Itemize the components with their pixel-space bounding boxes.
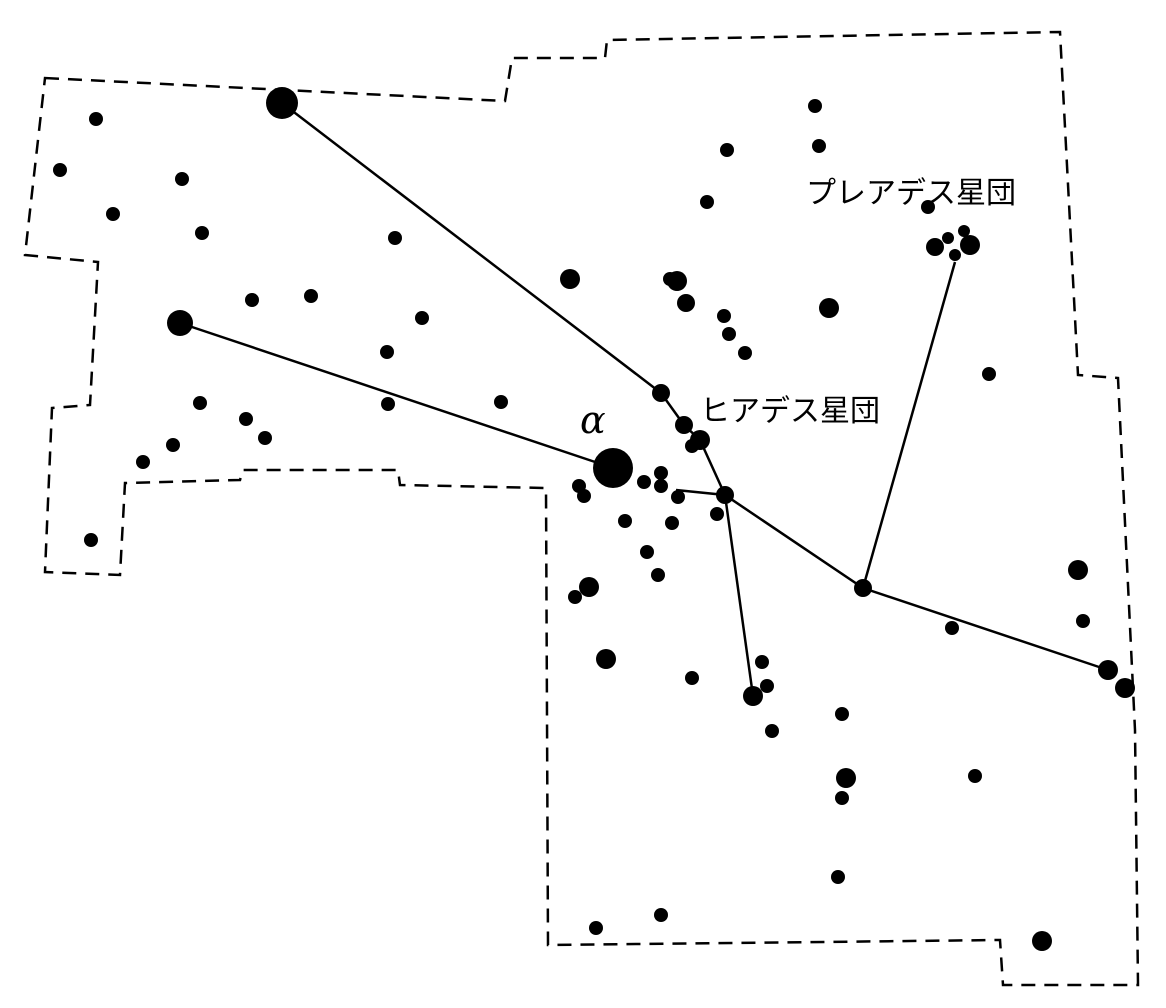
star bbox=[812, 139, 826, 153]
star bbox=[722, 327, 736, 341]
hyades-label: ヒアデス星団 bbox=[700, 394, 880, 429]
star bbox=[1068, 560, 1088, 580]
star bbox=[671, 490, 685, 504]
star bbox=[53, 163, 67, 177]
star bbox=[304, 289, 318, 303]
star bbox=[654, 908, 668, 922]
star bbox=[743, 686, 763, 706]
star bbox=[106, 207, 120, 221]
star bbox=[819, 298, 839, 318]
star bbox=[380, 345, 394, 359]
star bbox=[945, 621, 959, 635]
star bbox=[195, 226, 209, 240]
star bbox=[193, 396, 207, 410]
star bbox=[89, 112, 103, 126]
star bbox=[652, 384, 670, 402]
star bbox=[589, 921, 603, 935]
star bbox=[700, 195, 714, 209]
star bbox=[949, 249, 961, 261]
star bbox=[808, 99, 822, 113]
star bbox=[1076, 614, 1090, 628]
star bbox=[640, 545, 654, 559]
star bbox=[596, 649, 616, 669]
star bbox=[665, 516, 679, 530]
star bbox=[710, 507, 724, 521]
star bbox=[760, 679, 774, 693]
star bbox=[942, 232, 954, 244]
star bbox=[765, 724, 779, 738]
star bbox=[1032, 931, 1052, 951]
star bbox=[381, 397, 395, 411]
star bbox=[239, 412, 253, 426]
alpha-label: α bbox=[580, 398, 606, 442]
star bbox=[175, 172, 189, 186]
star bbox=[836, 768, 856, 788]
star bbox=[716, 486, 734, 504]
star bbox=[854, 579, 872, 597]
star bbox=[755, 655, 769, 669]
star bbox=[717, 309, 731, 323]
constellation-line bbox=[675, 488, 1109, 672]
star bbox=[494, 395, 508, 409]
star bbox=[166, 438, 180, 452]
star bbox=[654, 466, 668, 480]
star bbox=[568, 590, 582, 604]
star bbox=[1115, 678, 1135, 698]
star bbox=[579, 577, 599, 597]
star bbox=[560, 269, 580, 289]
star bbox=[921, 200, 935, 214]
star bbox=[926, 238, 944, 256]
star bbox=[167, 310, 193, 336]
star bbox=[258, 431, 272, 445]
pleiades-label: プレアデス星団 bbox=[806, 176, 1016, 211]
star bbox=[958, 225, 970, 237]
star bbox=[968, 769, 982, 783]
constellation-line bbox=[723, 494, 755, 697]
star bbox=[982, 367, 996, 381]
constellation-boundary bbox=[23, 30, 1140, 987]
star bbox=[637, 475, 651, 489]
star bbox=[1098, 660, 1118, 680]
star bbox=[720, 143, 734, 157]
bright-star bbox=[593, 448, 633, 488]
star bbox=[577, 489, 591, 503]
star bbox=[738, 346, 752, 360]
star bbox=[415, 311, 429, 325]
star bbox=[682, 296, 694, 308]
star bbox=[618, 514, 632, 528]
constellation-line bbox=[179, 321, 614, 470]
star bbox=[685, 671, 699, 685]
constellation-line bbox=[281, 102, 727, 496]
star bbox=[651, 568, 665, 582]
stars bbox=[53, 87, 1135, 951]
star bbox=[835, 791, 849, 805]
star bbox=[84, 533, 98, 547]
star bbox=[685, 439, 699, 453]
star bbox=[245, 293, 259, 307]
constellation-line bbox=[861, 261, 957, 589]
star bbox=[654, 479, 668, 493]
star bbox=[663, 272, 677, 286]
star bbox=[136, 455, 150, 469]
star bbox=[960, 235, 980, 255]
star bbox=[831, 870, 845, 884]
star bbox=[835, 707, 849, 721]
star bbox=[388, 231, 402, 245]
star bbox=[675, 416, 693, 434]
bright-star bbox=[266, 87, 298, 119]
